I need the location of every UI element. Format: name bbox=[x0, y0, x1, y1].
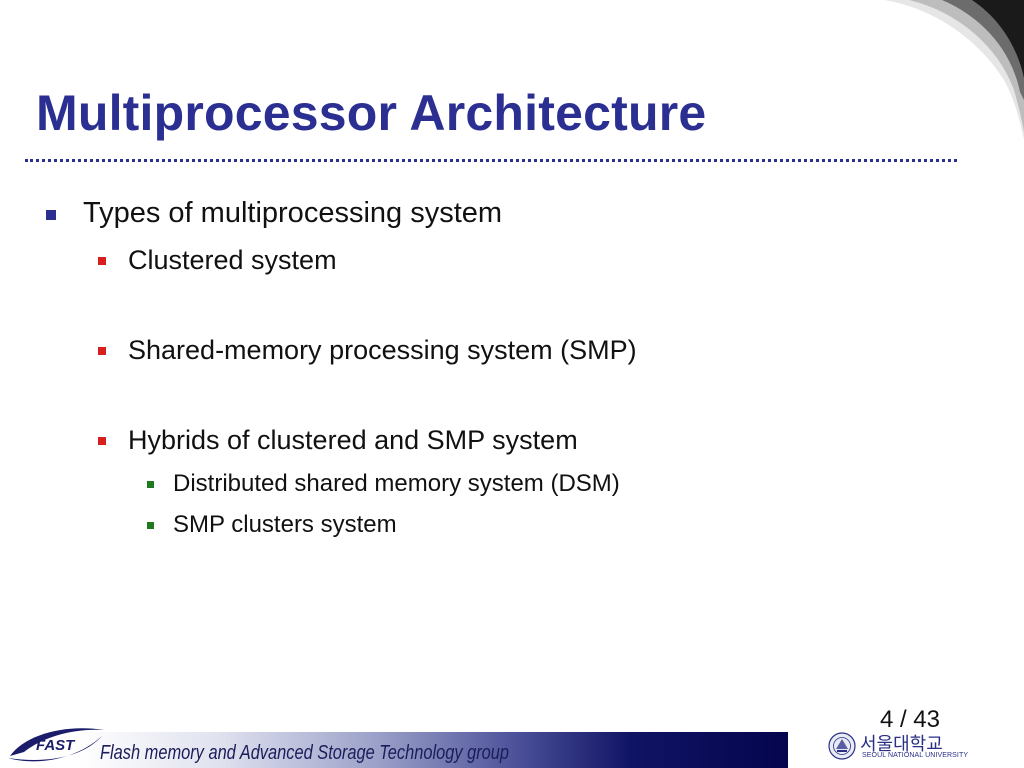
sub-bullet-item: Hybrids of clustered and SMP system bbox=[98, 425, 578, 456]
footer-gradient-band bbox=[0, 732, 788, 768]
square-bullet-icon bbox=[147, 481, 154, 488]
bullet-text: Types of multiprocessing system bbox=[83, 197, 503, 229]
bullet-text: Clustered system bbox=[128, 245, 337, 275]
square-bullet-icon bbox=[98, 257, 106, 265]
snu-emblem-icon bbox=[828, 732, 856, 760]
title-divider bbox=[25, 159, 957, 162]
square-bullet-icon bbox=[46, 210, 56, 220]
bullet-text: Distributed shared memory system (DSM) bbox=[173, 470, 620, 497]
fast-logo-text: FAST bbox=[36, 737, 76, 754]
page-number: 4 / 43 bbox=[879, 706, 940, 733]
bullet-item: Types of multiprocessing system bbox=[46, 197, 503, 230]
bullet-text: Shared-memory processing system (SMP) bbox=[128, 335, 637, 365]
group-name-text: Flash memory and Advanced Storage Techno… bbox=[100, 742, 510, 764]
slide-title: Multiprocessor Architecture bbox=[36, 85, 707, 141]
sub-bullet-item: Shared-memory processing system (SMP) bbox=[98, 335, 637, 366]
bullet-text: Hybrids of clustered and SMP system bbox=[128, 425, 578, 455]
square-bullet-icon bbox=[98, 347, 106, 355]
bullet-text: SMP clusters system bbox=[173, 511, 397, 538]
university-korean-name: 서울대학교 bbox=[860, 734, 943, 754]
square-bullet-icon bbox=[98, 437, 106, 445]
sub-bullet-item: Clustered system bbox=[98, 245, 337, 276]
fast-logo-icon: FAST bbox=[8, 728, 104, 762]
square-bullet-icon bbox=[147, 522, 154, 529]
corner-swoosh-decoration bbox=[884, 0, 1024, 140]
university-english-name: SEOUL NATIONAL UNIVERSITY bbox=[862, 752, 969, 759]
snu-logo: 서울대학교 SEOUL NATIONAL UNIVERSITY bbox=[826, 728, 969, 766]
sub-sub-bullet-item: SMP clusters system bbox=[147, 511, 397, 539]
sub-sub-bullet-item: Distributed shared memory system (DSM) bbox=[147, 470, 620, 498]
